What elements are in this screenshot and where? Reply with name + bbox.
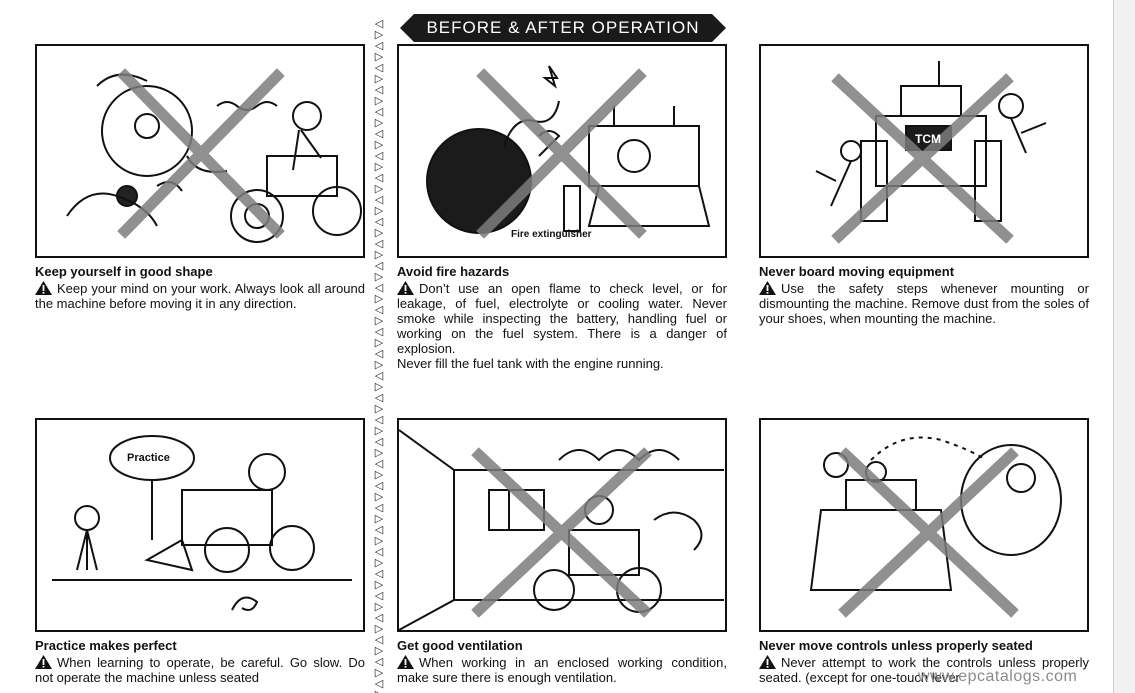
panel-body: When working in an enclosed working cond… — [397, 655, 727, 685]
watermark-text: www.epcatalogs.com — [918, 668, 1078, 685]
panel-body: Never attempt to work the controls unles… — [759, 655, 1089, 685]
warning-icon — [397, 281, 414, 295]
jumping-off-drawing — [815, 61, 1047, 244]
distracted-operator-drawing — [66, 68, 362, 243]
practice-sign: Practice — [127, 452, 170, 464]
warning-icon — [759, 655, 776, 669]
illustration-good-shape — [35, 44, 365, 258]
panel-ventilation: Get good ventilation When working in an … — [397, 418, 727, 685]
panel-title: Never move controls unless properly seat… — [759, 638, 1033, 653]
warning-icon — [397, 655, 414, 669]
panel-body: Don’t use an open flame to check level, … — [397, 281, 727, 356]
illustration-moving-equipment: TCM — [759, 44, 1089, 258]
chevron-divider: ◁▷◁▷◁▷◁▷◁▷◁▷◁▷◁▷◁▷◁▷◁▷◁▷◁▷◁▷◁▷◁▷◁▷◁▷◁▷◁▷… — [374, 18, 384, 693]
panel-practice: Practice Practice makes perfect When lea… — [35, 418, 365, 685]
practice-drawing — [52, 435, 352, 611]
tcm-logo: TCM — [915, 132, 941, 146]
panel-body-extra: Never fill the fuel tank with the engine… — [397, 356, 664, 371]
panel-body: Keep your mind on your work. Always look… — [35, 281, 365, 311]
illustration-practice: Practice — [35, 418, 365, 632]
section-banner: BEFORE & AFTER OPERATION — [400, 14, 726, 42]
illustration-ventilation — [397, 418, 727, 632]
page-edge — [1113, 0, 1135, 693]
illustration-properly-seated — [759, 418, 1089, 632]
panel-title: Never board moving equipment — [759, 264, 955, 279]
panel-fire-hazards: Fire extinguisher Avoid fire hazards Don… — [397, 44, 727, 371]
panel-properly-seated: Never move controls unless properly seat… — [759, 418, 1089, 685]
panel-title: Avoid fire hazards — [397, 264, 510, 279]
panel-body: Use the safety steps whenever mounting o… — [759, 281, 1089, 326]
seated-controls-drawing — [809, 436, 1062, 618]
panel-title: Get good ventilation — [397, 638, 523, 653]
fire-extinguisher-caption: Fire extinguisher — [511, 229, 592, 240]
panel-good-shape: Keep yourself in good shape Keep your mi… — [35, 44, 365, 311]
panel-title: Practice makes perfect — [35, 638, 177, 653]
panel-body: When learning to operate, be careful. Go… — [35, 655, 365, 685]
panel-moving-equipment: TCM Never board moving equipment Use the… — [759, 44, 1089, 326]
enclosed-room-drawing — [399, 429, 724, 630]
warning-icon — [35, 655, 52, 669]
panel-title: Keep yourself in good shape — [35, 264, 213, 279]
warning-icon — [35, 281, 52, 295]
warning-icon — [759, 281, 776, 295]
illustration-fire-hazards: Fire extinguisher — [397, 44, 727, 258]
bomb-drawing — [426, 65, 711, 239]
